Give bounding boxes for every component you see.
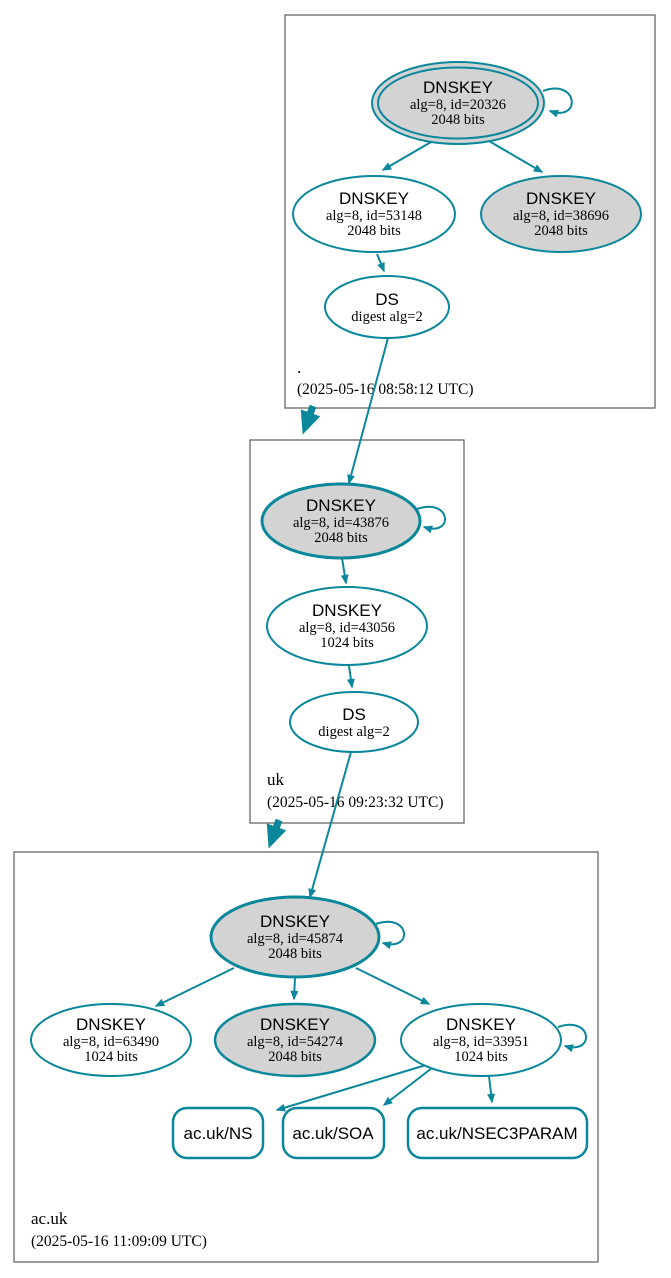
dnskey-33951-title: DNSKEY <box>446 1015 516 1034</box>
ds-root-digest: digest alg=2 <box>351 309 422 325</box>
edge-33951-to-nsec3param <box>487 1075 496 1104</box>
edge-root-ksk-to-zsk <box>381 141 432 171</box>
dnskey-node-33951: DNSKEY alg=8, id=33951 1024 bits <box>400 1003 562 1077</box>
rrset-node-soa: ac.uk/SOA <box>281 1106 386 1160</box>
dnskey-node-20326: DNSKEY alg=8, id=20326 2048 bits <box>371 61 545 145</box>
dnskey-20326-title: DNSKEY <box>423 78 493 97</box>
dnskey-20326-bits: 2048 bits <box>431 112 485 128</box>
ds-uk-digest: digest alg=2 <box>318 724 389 740</box>
zone-acuk-border <box>13 851 599 1263</box>
dnskey-45874-title: DNSKEY <box>260 912 330 931</box>
dnskey-43876-bits: 2048 bits <box>314 530 368 546</box>
edge-33951-to-soa <box>382 1067 433 1106</box>
edge-uk-zsk-to-ds <box>346 665 355 689</box>
rrset-ns-label: ac.uk/NS <box>184 1124 253 1143</box>
dnskey-45874-alg: alg=8, id=45874 <box>247 931 344 947</box>
dnskey-node-63490: DNSKEY alg=8, id=63490 1024 bits <box>30 1003 192 1077</box>
edge-33951-selfloop <box>557 1023 588 1053</box>
dnskey-38696-bits: 2048 bits <box>534 223 588 239</box>
zone-uk-label: uk <box>267 770 285 789</box>
rrset-nsec3param-label: ac.uk/NSEC3PARAM <box>416 1124 577 1143</box>
dnskey-63490-title: DNSKEY <box>76 1015 146 1034</box>
edge-root-ds-to-uk-ksk <box>347 337 389 485</box>
dnskey-node-45874: DNSKEY alg=8, id=45874 2048 bits <box>209 895 381 979</box>
dnskey-node-53148: DNSKEY alg=8, id=53148 2048 bits <box>292 175 456 253</box>
zone-acuk: DNSKEY alg=8, id=45874 2048 bits DNSKEY … <box>13 851 599 1263</box>
ds-root-title: DS <box>375 290 399 309</box>
edge-root-ksk-selfloop <box>542 87 573 118</box>
zone-acuk-timestamp: (2025-05-16 11:09:09 UTC) <box>31 1233 207 1250</box>
rrset-node-ns: ac.uk/NS <box>171 1106 265 1160</box>
dnskey-38696-alg: alg=8, id=38696 <box>513 208 609 224</box>
dnskey-53148-alg: alg=8, id=53148 <box>326 208 422 224</box>
zone-root-timestamp: (2025-05-16 08:58:12 UTC) <box>297 381 474 398</box>
edge-uk-ksk-to-zsk <box>340 557 349 585</box>
edge-uk-ds-to-acuk-ksk <box>308 751 352 899</box>
dnskey-38696-title: DNSKEY <box>526 189 596 208</box>
dnskey-33951-bits: 1024 bits <box>454 1049 508 1065</box>
zone-uk: DNSKEY alg=8, id=43876 2048 bits DNSKEY … <box>249 439 465 824</box>
rrset-soa-label: ac.uk/SOA <box>292 1124 374 1143</box>
dnskey-53148-title: DNSKEY <box>339 189 409 208</box>
edge-uk-ksk-selfloop <box>416 505 447 534</box>
zone-root-label: . <box>297 358 301 377</box>
edge-acuk-ksk-selfloop <box>375 920 406 950</box>
zone-uk-border <box>249 439 465 824</box>
edge-root-zsk-to-ds <box>376 253 385 273</box>
zone-root-border <box>284 14 656 409</box>
ds-uk-title: DS <box>342 705 366 724</box>
edge-33951-to-ns <box>275 1061 437 1112</box>
dnskey-node-38696: DNSKEY alg=8, id=38696 2048 bits <box>480 175 642 253</box>
zone-uk-timestamp: (2025-05-16 09:23:32 UTC) <box>267 794 444 811</box>
edge-root-ksk-to-key2 <box>488 140 544 173</box>
edge-acuk-ksk-to-33951 <box>355 967 431 1005</box>
ds-node-uk: DS digest alg=2 <box>289 691 419 753</box>
zone-root: DNSKEY alg=8, id=20326 2048 bits DNSKEY … <box>284 14 656 409</box>
zone-link-arrow-uk-to-acuk <box>266 818 287 849</box>
dnskey-43876-title: DNSKEY <box>306 496 376 515</box>
dnskey-54274-bits: 2048 bits <box>268 1049 322 1065</box>
edge-acuk-ksk-to-63490 <box>154 967 235 1007</box>
zone-link-arrow-root-to-uk <box>300 404 321 435</box>
dnskey-54274-alg: alg=8, id=54274 <box>247 1034 344 1050</box>
dnskey-54274-title: DNSKEY <box>260 1015 330 1034</box>
dnskey-43056-alg: alg=8, id=43056 <box>299 620 395 636</box>
edge-acuk-ksk-to-54274 <box>290 976 299 1001</box>
ds-node-root: DS digest alg=2 <box>324 275 450 339</box>
dnskey-43056-title: DNSKEY <box>312 601 382 620</box>
dnskey-node-43876: DNSKEY alg=8, id=43876 2048 bits <box>260 482 422 560</box>
zone-acuk-label: ac.uk <box>31 1209 68 1228</box>
dnskey-43876-alg: alg=8, id=43876 <box>293 515 389 531</box>
rrset-node-nsec3param: ac.uk/NSEC3PARAM <box>406 1106 589 1160</box>
dnskey-node-54274: DNSKEY alg=8, id=54274 2048 bits <box>213 1002 377 1078</box>
dnskey-53148-bits: 2048 bits <box>347 223 401 239</box>
dnskey-43056-bits: 1024 bits <box>320 635 374 651</box>
dnskey-63490-bits: 1024 bits <box>84 1049 138 1065</box>
dnskey-20326-alg: alg=8, id=20326 <box>410 97 506 113</box>
dnskey-node-43056: DNSKEY alg=8, id=43056 1024 bits <box>266 586 428 666</box>
dnskey-63490-alg: alg=8, id=63490 <box>63 1034 159 1050</box>
dnskey-33951-alg: alg=8, id=33951 <box>433 1034 529 1050</box>
dnskey-45874-bits: 2048 bits <box>268 946 322 962</box>
